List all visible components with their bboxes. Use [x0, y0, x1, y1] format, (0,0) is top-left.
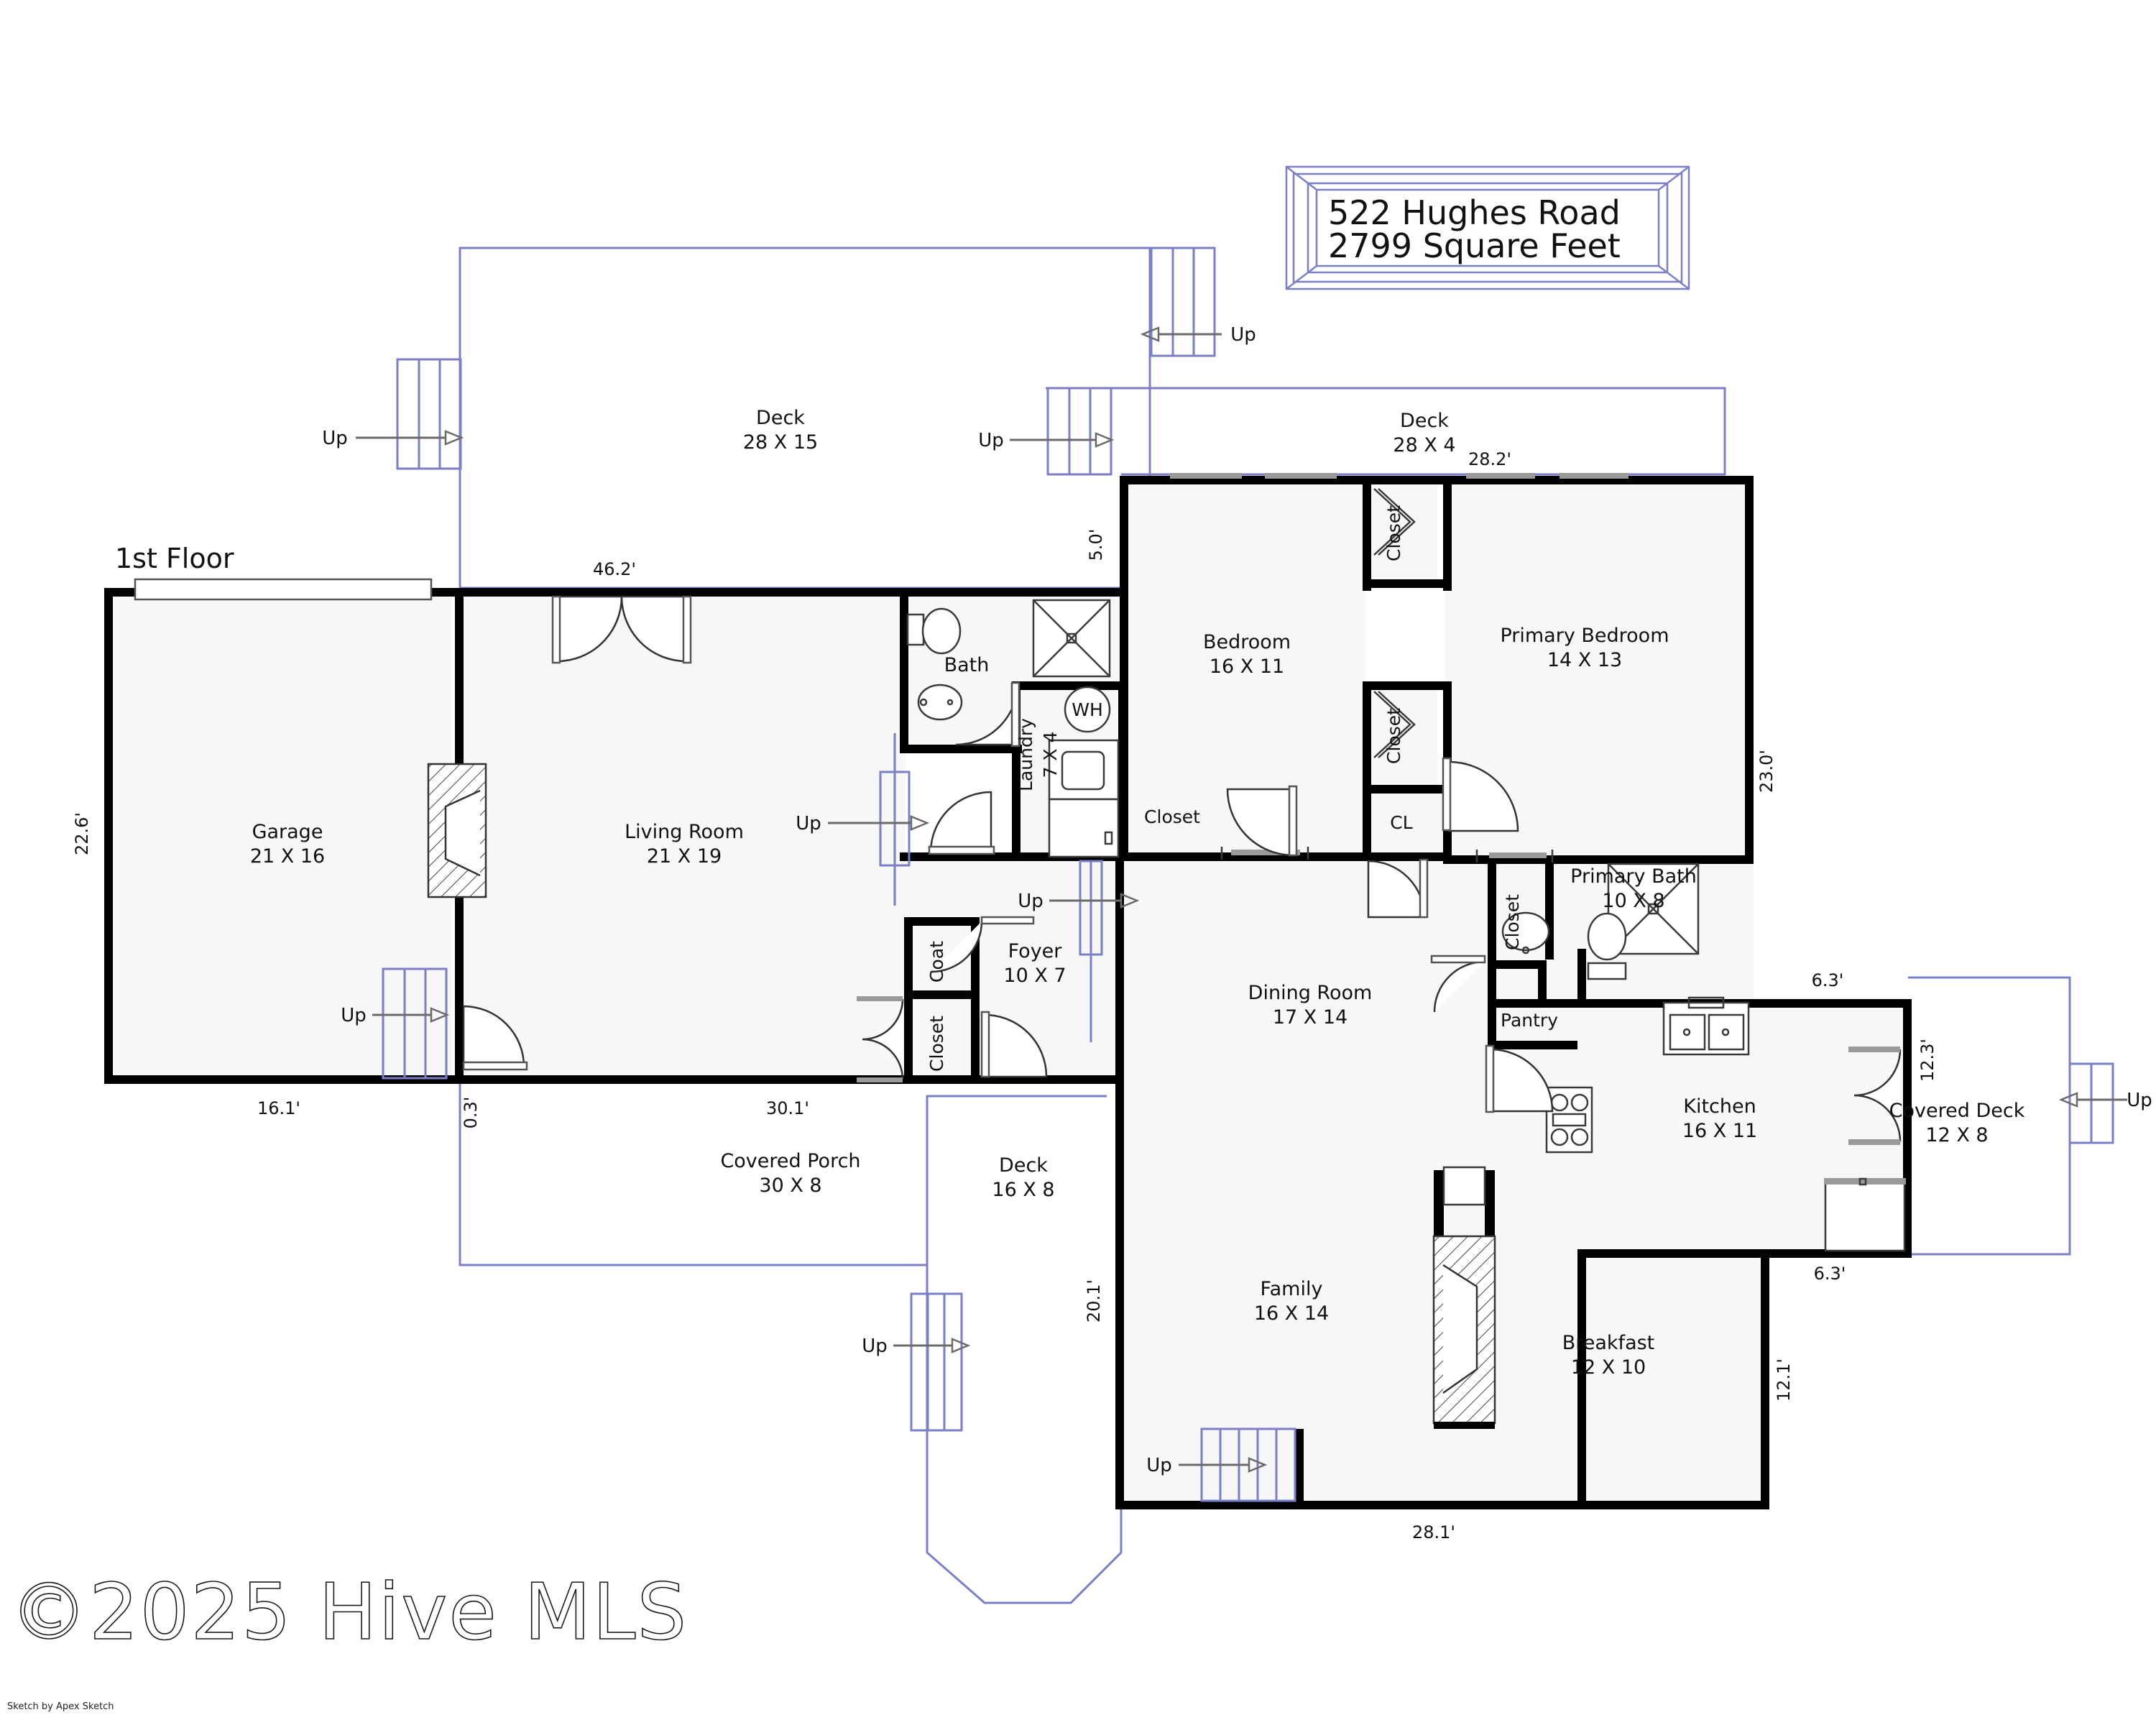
room-label-primary-bath: Primary Bath [1570, 865, 1697, 888]
room-size-breakfast: 12 X 10 [1571, 1356, 1646, 1379]
stair-garage: Up [341, 967, 450, 1080]
room-label-kitchen: Kitchen [1683, 1095, 1756, 1118]
room-label-primary-bedroom: Primary Bedroom [1500, 625, 1669, 647]
stair-up-label: Up [1018, 891, 1044, 912]
room-label-covered-deck: Covered Deck [1889, 1100, 2025, 1122]
dimension-28-1: 28.1' [1412, 1522, 1455, 1542]
room-size-garage: 21 X 16 [250, 845, 325, 868]
kitchen-sink [1662, 996, 1750, 1056]
dimension-12-1: 12.1' [1774, 1358, 1794, 1402]
stair-living-room: Up [796, 733, 930, 906]
stair-markers: Up Up Up Up [322, 247, 2152, 1502]
closet-label-foyer: Closet [926, 1016, 947, 1072]
stair-up-label: Up [322, 428, 348, 449]
stair-up-label: Up [978, 430, 1004, 451]
fireplace-family [1432, 1166, 1496, 1429]
stair-up-label: Up [1230, 324, 1256, 346]
room-label-garage: Garage [252, 821, 323, 843]
room-size-deck-bottom: 16 X 8 [992, 1179, 1054, 1201]
room-size-covered-deck: 12 X 8 [1925, 1124, 1988, 1146]
closet-label-bedroom-lower: Closet [1383, 708, 1404, 764]
room-size-deck-upper-right: 28 X 4 [1393, 434, 1455, 456]
watermark-hive-mls: ©2025 Hive MLS [10, 1568, 688, 1657]
stair-up-label: Up [862, 1335, 888, 1357]
room-size-family: 16 X 14 [1254, 1302, 1329, 1325]
room-size-laundry: 7 X 4 [1040, 732, 1061, 778]
dimension-46-2: 46.2' [593, 559, 636, 579]
stair-foyer: Up [1018, 860, 1140, 1042]
fireplace-garage [427, 763, 487, 898]
range-stove [1545, 1086, 1593, 1154]
room-label-foyer: Foyer [1008, 940, 1063, 962]
room-size-primary-bedroom: 14 X 13 [1547, 649, 1622, 671]
sink-primary-bath [1501, 911, 1550, 955]
room-label-living-room: Living Room [625, 821, 744, 843]
room-label-bath: Bath [944, 654, 990, 676]
dimension-6-3-upper: 6.3' [1812, 970, 1844, 990]
dimension-labels: 46.2' 22.6' 16.1' 0.3' 30.1' 5.0' 28.2' … [72, 449, 1938, 1542]
room-size-foyer: 10 X 7 [1003, 965, 1066, 987]
water-heater: WH [1064, 686, 1111, 733]
fixtures: WH [427, 599, 1750, 1429]
room-label-laundry: Laundry [1015, 718, 1036, 791]
title-block: 522 Hughes Road 2799 Square Feet [1285, 165, 1690, 290]
room-size-deck-top: 28 X 15 [743, 431, 818, 454]
room-label-family: Family [1261, 1278, 1323, 1300]
doors [462, 488, 1906, 1252]
closet-label-bedroom-upper: Closet [1383, 505, 1404, 561]
washer-dryer [1048, 739, 1120, 858]
closet-label-bedroom-bottom: Closet [1144, 806, 1200, 827]
wh-label: WH [1072, 699, 1103, 720]
title-address: 522 Hughes Road [1328, 193, 1621, 232]
closet-label-primary: Closet [1502, 894, 1523, 950]
stair-up-label: Up [1146, 1455, 1172, 1476]
dimension-22-6: 22.6' [72, 812, 92, 855]
toilet-primary-bath [1587, 912, 1627, 980]
stair-up-label: Up [341, 1005, 367, 1026]
closet-label-cl: CL [1390, 812, 1412, 833]
windows [1170, 473, 1628, 863]
stair-deck-mid: Up [978, 387, 1115, 476]
dimension-0-3: 0.3' [461, 1097, 481, 1129]
dimension-23-0: 23.0' [1756, 750, 1777, 793]
room-label-bedroom: Bedroom [1203, 631, 1291, 653]
stair-deck-top-left: Up [322, 358, 464, 470]
room-labels: 1st Floor Garage 21 X 16 Living Room 21 … [115, 407, 2025, 1379]
dimension-6-3-lower: 6.3' [1814, 1264, 1846, 1284]
pantry-label: Pantry [1501, 1010, 1558, 1031]
coat-closet-label: Coat [926, 941, 947, 983]
dimension-30-1: 30.1' [766, 1098, 809, 1118]
room-label-breakfast: Breakfast [1562, 1332, 1655, 1354]
stair-deck-bottom: Up [862, 1292, 971, 1432]
floor-label: 1st Floor [115, 543, 234, 574]
room-label-dining-room: Dining Room [1248, 982, 1373, 1004]
room-label-covered-porch: Covered Porch [720, 1150, 860, 1172]
stair-family: Up [1146, 1427, 1296, 1502]
stair-deck-top-right: Up [1140, 247, 1256, 357]
room-label-deck-bottom: Deck [999, 1154, 1048, 1177]
toilet-bath [906, 607, 962, 655]
shower-bath [1032, 599, 1111, 678]
dimension-12-3: 12.3' [1917, 1039, 1938, 1082]
room-size-primary-bath: 10 X 8 [1602, 890, 1664, 912]
closet-labels: Closet Closet Closet CL Closet Pantry Co… [926, 505, 1558, 1072]
room-size-bedroom: 16 X 11 [1210, 656, 1284, 678]
room-size-kitchen: 16 X 11 [1682, 1120, 1757, 1142]
room-label-deck-upper-right: Deck [1400, 410, 1449, 432]
sink-bath [917, 684, 963, 721]
dimension-20-1: 20.1' [1084, 1279, 1104, 1323]
dimension-16-1: 16.1' [257, 1098, 300, 1118]
room-size-covered-porch: 30 X 8 [759, 1174, 821, 1197]
room-size-living-room: 21 X 19 [647, 845, 722, 868]
stair-covered-deck: Up [2058, 1062, 2152, 1144]
dimension-28-2: 28.2' [1468, 449, 1511, 469]
dimension-5-0: 5.0' [1086, 529, 1106, 561]
sketch-credit: Sketch by Apex Sketch [7, 1701, 114, 1712]
room-label-deck-top: Deck [756, 407, 805, 429]
stair-up-label: Up [796, 813, 821, 834]
room-size-dining-room: 17 X 14 [1273, 1006, 1348, 1029]
stair-up-label: Up [2127, 1090, 2152, 1111]
title-area: 2799 Square Feet [1328, 226, 1621, 265]
